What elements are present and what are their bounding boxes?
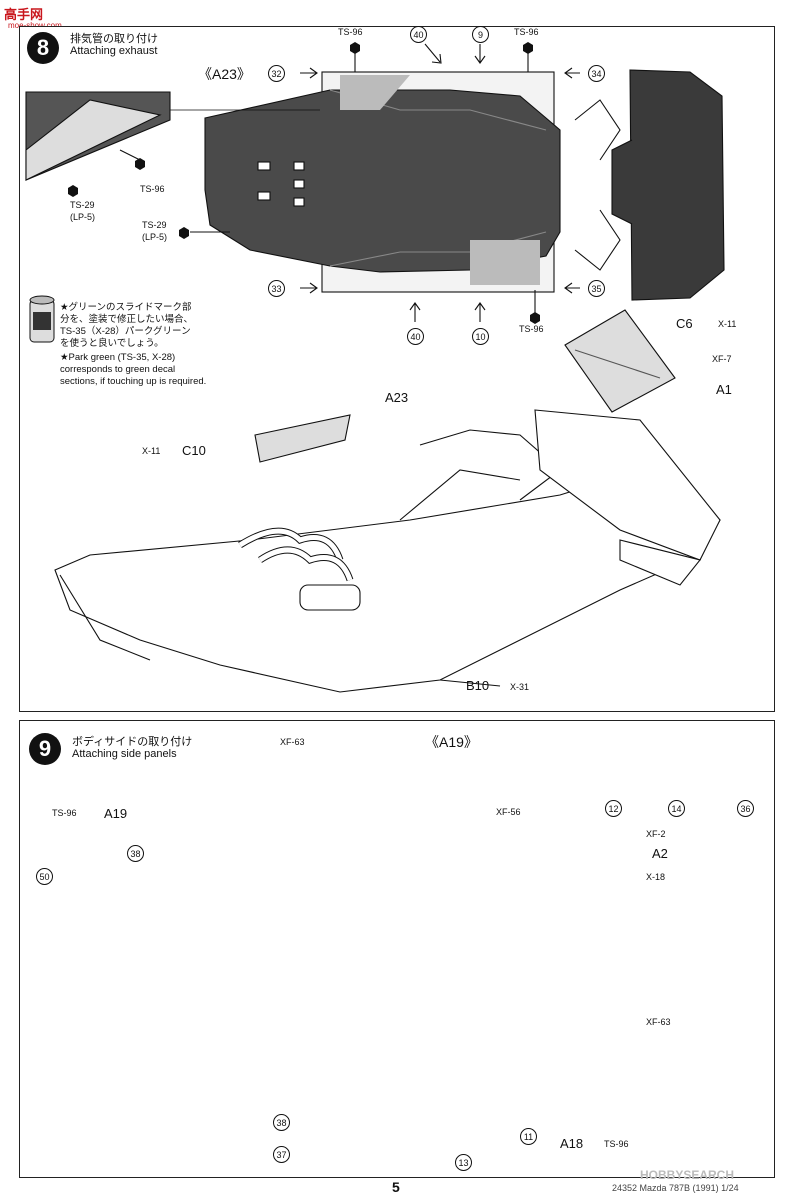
ts29-label-side: TS-29 [142, 220, 167, 230]
part-a19: A19 [104, 806, 128, 821]
ts96-dot-3 [530, 312, 540, 324]
part-b10: B10 [466, 678, 490, 693]
decal-number: 14 [668, 800, 685, 817]
part-a1: A1 [716, 382, 732, 397]
step9-title-en: Attaching side panels [72, 748, 177, 760]
step8-inset-detail [25, 91, 320, 181]
decal-number: 33 [268, 280, 285, 297]
part-c10: C10 [182, 443, 206, 458]
part-a23: A23 [385, 390, 409, 405]
site-watermark-url: moe-show.com [8, 21, 62, 30]
a18-top-paint-code: XF-63 [646, 1017, 671, 1027]
step8-underbody-top-view [204, 43, 725, 322]
c10-paint-code: X-11 [142, 446, 161, 456]
site-watermark: 高手网 [4, 7, 44, 22]
decal-number: 13 [455, 1154, 472, 1171]
decal-number: 50 [36, 868, 53, 885]
decal-number: 9 [472, 26, 489, 43]
lp5-label-inset: (LP-5) [70, 212, 96, 222]
decal-number: 11 [520, 1128, 537, 1145]
decal-number: 38 [127, 845, 144, 862]
paint-spray-can-icon [29, 295, 55, 343]
a2-paint-code-2: X-18 [646, 872, 666, 882]
xf56-label: XF-56 [496, 807, 521, 817]
decal-number: 37 [273, 1146, 290, 1163]
paint-note-en: ★Park green (TS-35, X-28) corresponds to… [60, 352, 207, 387]
decal-number: 32 [268, 65, 285, 82]
a2-paint-code-1: XF-2 [646, 829, 666, 839]
part-c6: C6 [676, 316, 693, 331]
ts96-dot-2 [523, 42, 533, 54]
page-number: 5 [392, 1179, 400, 1195]
a19-paint-code: TS-96 [52, 808, 77, 818]
paint-note-ja: ★グリーンのスライドマーク部分を、塗装で修正したい場合、TS-35（X-28）パ… [60, 302, 194, 349]
step8-chassis-isometric [54, 309, 721, 693]
decal-number: 12 [605, 800, 622, 817]
a18-paint-code: TS-96 [604, 1139, 629, 1149]
ts96-label-top-left: TS-96 [338, 27, 363, 37]
step8-title-en: Attaching exhaust [70, 45, 158, 57]
c6-paint-code: X-11 [718, 319, 737, 329]
ts96-label-inset: TS-96 [140, 184, 165, 194]
decal-number: 10 [472, 328, 489, 345]
decal-number: 40 [410, 26, 427, 43]
catalog-code: 24352 Mazda 787B (1991) 1/24 [612, 1183, 739, 1193]
ts96-label-top-right: TS-96 [514, 27, 539, 37]
ts96-inset-dot [135, 158, 145, 170]
ts96-dot-1 [350, 42, 360, 54]
a19-top-paint-code: XF-63 [280, 737, 305, 747]
ts29-inset-dot [68, 185, 78, 197]
part-a18: A18 [560, 1136, 584, 1151]
ts96-label-bottom: TS-96 [519, 324, 544, 334]
step8-sheet-ref: 《A23》 [198, 66, 251, 82]
step9-sheet-ref: 《A19》 [425, 734, 478, 750]
a1-paint-code: XF-7 [712, 354, 732, 364]
decal-brand-text: NGK [594, 740, 614, 750]
step9-panel [19, 720, 775, 1178]
step8-number-badge: 8 [27, 32, 59, 64]
ts29-side-dot [179, 227, 189, 239]
step9-title-ja: ボディサイドの取り付け [72, 736, 193, 748]
decal-number: 34 [588, 65, 605, 82]
lp5-label-side: (LP-5) [142, 232, 168, 242]
part-a2: A2 [652, 846, 668, 861]
decal-number: 36 [737, 800, 754, 817]
ts29-label-inset: TS-29 [70, 200, 95, 210]
step8-title-ja: 排気管の取り付け [70, 33, 158, 45]
step9-number-badge: 9 [29, 733, 61, 765]
decal-number: 38 [273, 1114, 290, 1131]
hobbysearch-watermark: HOBBYSEARCH [640, 1168, 735, 1182]
b10-paint-code: X-31 [510, 682, 530, 692]
decal-number: 35 [588, 280, 605, 297]
decal-number: 40 [407, 328, 424, 345]
